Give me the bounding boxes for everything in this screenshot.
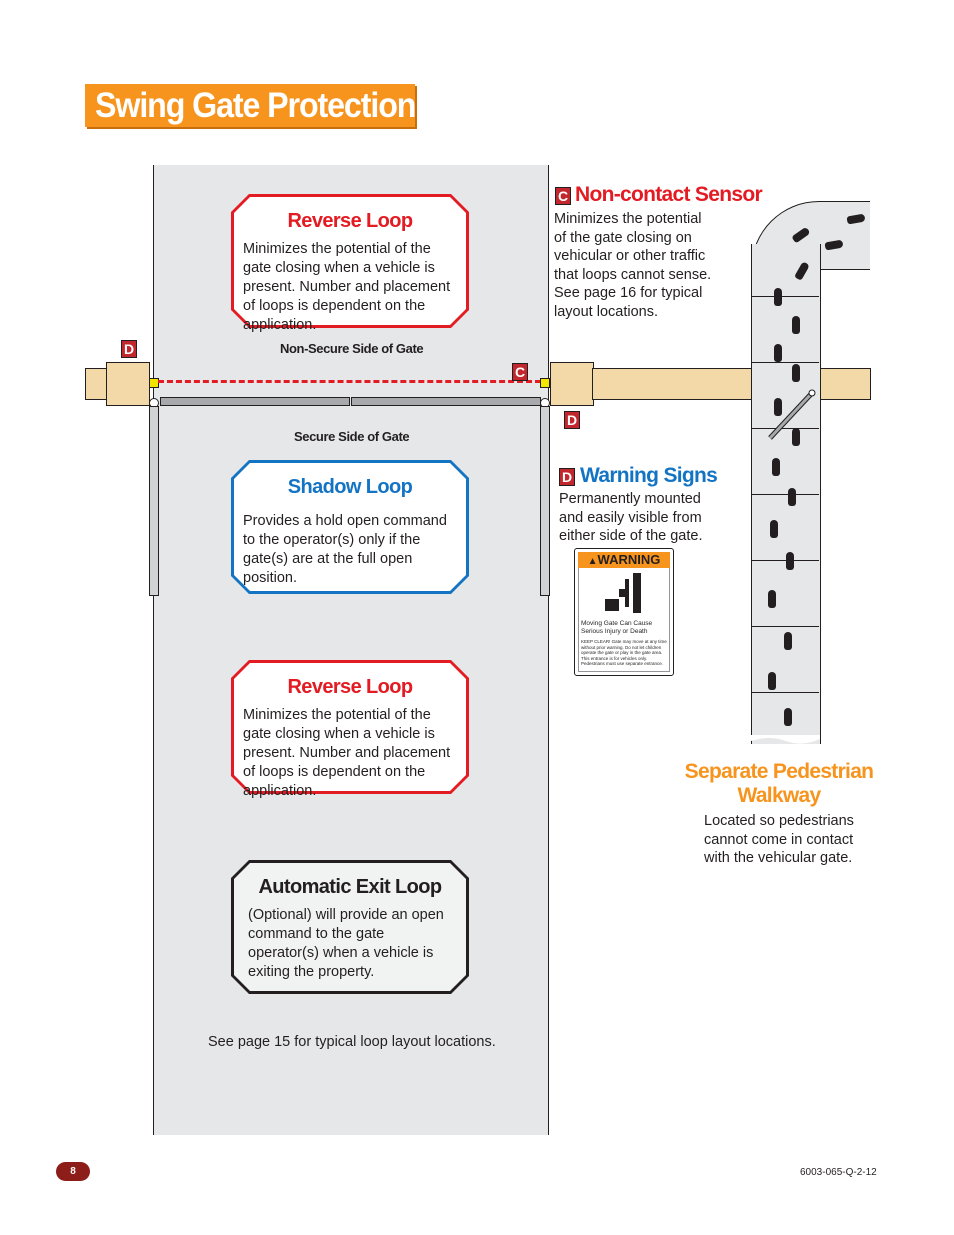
document-code: 6003-065-Q-2-12 (800, 1167, 877, 1178)
secure-label: Secure Side of Gate (294, 429, 410, 444)
right-photo-eye (540, 378, 550, 388)
left-pillar (106, 362, 150, 406)
non-secure-label: Non-Secure Side of Gate (280, 341, 424, 356)
footprint-icon (784, 632, 792, 650)
right-wall (592, 368, 871, 400)
footprint-icon (788, 488, 796, 506)
walkway-seam (752, 362, 819, 363)
warning-signs-heading: Warning Signs (580, 464, 718, 487)
warning-triangle-icon: ▲ (587, 556, 598, 567)
warning-signs-description: Permanently mounted and easily visible f… (559, 491, 703, 544)
left-wall (85, 368, 108, 400)
pedestrian-walkway-heading: Separate Pedestrian Walkway (684, 760, 874, 807)
footprint-icon (792, 316, 800, 334)
reverse-loop-top: Reverse Loop Minimizes the potential of … (231, 194, 469, 333)
footprint-icon (774, 288, 782, 306)
exit-loop-description: (Optional) will provide an open command … (248, 907, 444, 980)
pedestrian-walkway-description: Located so pedestrians cannot come in co… (704, 813, 854, 866)
footprint-icon (768, 590, 776, 608)
walkway-seam (752, 692, 819, 693)
tag-d-left: D (121, 340, 137, 358)
shadow-loop: Shadow Loop Provides a hold open command… (231, 460, 469, 594)
reverse-loop-description: Minimizes the potential of the gate clos… (243, 241, 451, 333)
footprint-icon (792, 364, 800, 382)
left-gate-leaf (160, 397, 350, 406)
walkway-seam (752, 296, 819, 297)
footprint-icon (774, 398, 782, 416)
non-contact-sensor-heading: Non-contact Sensor (575, 183, 763, 206)
warning-sign-headline: Moving Gate Can Cause Serious Injury or … (581, 620, 653, 635)
shadow-loop-description: Provides a hold open command to the oper… (243, 513, 447, 586)
warning-banner: ▲WARNING (578, 552, 670, 568)
footprint-icon (772, 458, 780, 476)
exit-loop: Automatic Exit Loop (Optional) will prov… (231, 860, 469, 994)
reverse-loop-title: Reverse Loop (287, 210, 413, 232)
gate-crush-icon (605, 573, 641, 613)
non-contact-sensor-description: Minimizes the potential of the gate clos… (554, 211, 712, 320)
footprint-icon (774, 344, 782, 362)
tag-c-gate: C (512, 363, 528, 381)
tag-c: C (555, 187, 571, 205)
warning-sign: ▲WARNING Moving Gate Can Cause Serious I… (574, 548, 674, 676)
shadow-loop-title: Shadow Loop (287, 476, 413, 498)
loop-note: See page 15 for typical loop layout loca… (208, 1034, 496, 1050)
reverse-loop-title: Reverse Loop (287, 676, 413, 698)
footprint-icon (792, 428, 800, 446)
footprint-icon (770, 520, 778, 538)
left-photo-eye (149, 378, 159, 388)
footprint-icon (786, 552, 794, 570)
right-gate-leaf (351, 397, 541, 406)
left-gate-open-position (149, 406, 159, 596)
walkway-seam (752, 494, 819, 495)
tag-d-right: D (564, 411, 580, 429)
reverse-loop-bottom: Reverse Loop Minimizes the potential of … (231, 660, 469, 799)
page-title: Swing Gate Protection (95, 86, 416, 125)
right-pillar (550, 362, 594, 406)
walkway-seam (752, 428, 819, 429)
exit-loop-title: Automatic Exit Loop (258, 876, 442, 898)
footprint-icon (784, 708, 792, 726)
walkway-horizontal (818, 201, 870, 270)
pedestrian-gate (768, 389, 816, 440)
warning-sign-detail: KEEP CLEAR! Gate may move at any time wi… (581, 639, 667, 666)
tag-d: D (559, 468, 575, 486)
walkway-seam (752, 560, 819, 561)
walkway-seam (752, 626, 819, 627)
sensor-beam (158, 380, 541, 383)
reverse-loop-description: Minimizes the potential of the gate clos… (243, 707, 451, 799)
walkway-end (751, 735, 820, 744)
title-bar (85, 84, 415, 127)
footprint-icon (768, 672, 776, 690)
page-number: 8 (56, 1162, 90, 1181)
right-gate-open-position (540, 406, 550, 596)
driveway-top-edge (152, 138, 552, 170)
